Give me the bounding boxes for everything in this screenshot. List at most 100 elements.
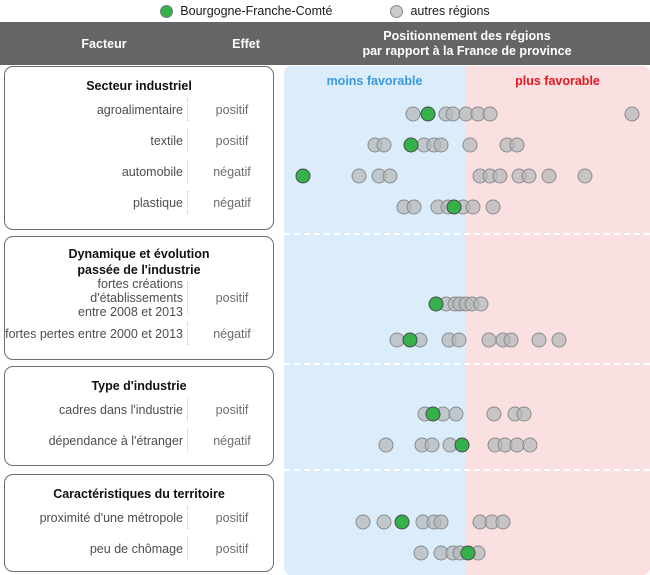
factor-row-effect: négatif: [213, 326, 251, 341]
factor-row-effect: positif: [215, 291, 249, 305]
section-separator: [284, 469, 650, 471]
row-divider: [187, 191, 188, 214]
factor-card: Type d'industrie cadres dans l'industrie p…: [4, 366, 274, 466]
region-dot-other[interactable]: [495, 514, 511, 529]
factor-row-label: peu de chômage: [89, 541, 183, 556]
legend-item-bourgogne: Bourgogne-Franche-Comté: [160, 4, 332, 18]
label-moins-favorable: moins favorable: [326, 74, 423, 88]
factor-row[interactable]: proximité d'une métropole positif: [5, 502, 273, 533]
factor-row-effect: positif: [215, 402, 249, 417]
green-circle-icon: [160, 4, 174, 18]
region-dot-other[interactable]: [521, 168, 537, 183]
region-dot-other[interactable]: [465, 199, 481, 214]
zone-plus-favorable: [465, 66, 650, 575]
region-dot-other[interactable]: [433, 514, 449, 529]
region-dot-other[interactable]: [451, 332, 467, 347]
region-dot-bourgogne[interactable]: [295, 168, 311, 183]
section-separator: [284, 233, 650, 235]
row-divider: [187, 322, 188, 345]
region-dot-other[interactable]: [351, 168, 367, 183]
region-dot-other[interactable]: [355, 514, 371, 529]
region-dot-other[interactable]: [486, 406, 502, 421]
factor-row[interactable]: fortes pertes entre 2000 et 2013 négatif: [5, 318, 273, 349]
region-dot-other[interactable]: [482, 106, 498, 121]
factor-row-label: cadres dans l'industrie: [59, 402, 183, 417]
region-dot-other[interactable]: [522, 437, 538, 452]
row-divider: [187, 98, 188, 121]
region-dot-other[interactable]: [405, 106, 421, 121]
factor-row-effect: négatif: [213, 433, 251, 448]
region-dot-other[interactable]: [624, 106, 640, 121]
factor-row-label: proximité d'une métropole: [39, 510, 183, 525]
region-dot-other[interactable]: [382, 168, 398, 183]
row-divider: [187, 537, 188, 560]
factor-row-effect: positif: [215, 510, 249, 525]
region-dot-bourgogne[interactable]: [454, 437, 470, 452]
grey-circle-icon: [390, 4, 404, 18]
region-dot-other[interactable]: [492, 168, 508, 183]
region-dot-other[interactable]: [541, 168, 557, 183]
row-divider: [187, 398, 188, 421]
label-plus-favorable: plus favorable: [515, 74, 600, 88]
region-dot-other[interactable]: [448, 406, 464, 421]
region-dot-other[interactable]: [462, 137, 478, 152]
region-dot-other[interactable]: [406, 199, 422, 214]
region-dot-other[interactable]: [433, 137, 449, 152]
factor-row[interactable]: plastique négatif: [5, 187, 273, 218]
factor-row[interactable]: dépendance à l'étranger négatif: [5, 425, 273, 456]
legend-item-autres: autres régions: [390, 4, 490, 18]
column-header-effet: Effet: [232, 36, 260, 51]
region-dot-bourgogne[interactable]: [446, 199, 462, 214]
factor-row-label: automobile: [121, 164, 183, 179]
region-dot-other[interactable]: [376, 137, 392, 152]
factor-row-effect: positif: [215, 133, 249, 148]
region-dot-other[interactable]: [577, 168, 593, 183]
factor-row-label: fortes pertes entre 2000 et 2013: [5, 326, 183, 341]
region-dot-other[interactable]: [509, 137, 525, 152]
region-dot-other[interactable]: [376, 514, 392, 529]
row-divider: [187, 506, 188, 529]
factor-row[interactable]: peu de chômage positif: [5, 533, 273, 564]
factor-row-label-line2: entre 2008 et 2013: [78, 305, 183, 319]
region-dot-other[interactable]: [485, 199, 501, 214]
factor-row-label-line1: fortes créations d'établissements: [90, 277, 183, 305]
row-divider: [187, 129, 188, 152]
card-title: Caractéristiques du territoire: [53, 487, 225, 501]
column-header-positionnement: Positionnement des régions par rapport à…: [284, 22, 650, 65]
region-dot-other[interactable]: [503, 332, 519, 347]
row-divider: [187, 282, 188, 314]
region-dot-bourgogne[interactable]: [394, 514, 410, 529]
region-dot-bourgogne[interactable]: [428, 296, 444, 312]
region-dot-bourgogne[interactable]: [420, 106, 436, 121]
legend-label-bourgogne: Bourgogne-Franche-Comté: [180, 4, 333, 18]
region-dot-bourgogne[interactable]: [425, 406, 441, 421]
factor-row[interactable]: cadres dans l'industrie positif: [5, 394, 273, 425]
region-dot-other[interactable]: [378, 437, 394, 452]
region-dot-other[interactable]: [531, 332, 547, 347]
card-title: Dynamique et évolution passée de l'indust…: [5, 237, 273, 278]
region-dot-other[interactable]: [473, 296, 489, 312]
region-dot-other[interactable]: [516, 406, 532, 421]
card-title-line1: Dynamique et évolution: [68, 247, 210, 261]
card-title-line2: passée de l'industrie: [77, 263, 201, 277]
factor-row-effect: négatif: [213, 195, 251, 210]
factor-row-effect: positif: [215, 102, 249, 117]
region-dot-other[interactable]: [551, 332, 567, 347]
region-dot-bourgogne[interactable]: [402, 332, 418, 347]
factor-row-label: dépendance à l'étranger: [48, 433, 183, 448]
region-dot-other[interactable]: [413, 545, 429, 560]
region-dot-bourgogne[interactable]: [403, 137, 419, 152]
row-divider: [187, 429, 188, 452]
card-title: Type d'industrie: [91, 379, 187, 393]
region-dot-other[interactable]: [424, 437, 440, 452]
region-dot-other[interactable]: [481, 332, 497, 347]
factor-row-effect: positif: [215, 541, 249, 556]
region-dot-bourgogne[interactable]: [460, 545, 476, 560]
factor-row-label: plastique: [132, 195, 183, 210]
